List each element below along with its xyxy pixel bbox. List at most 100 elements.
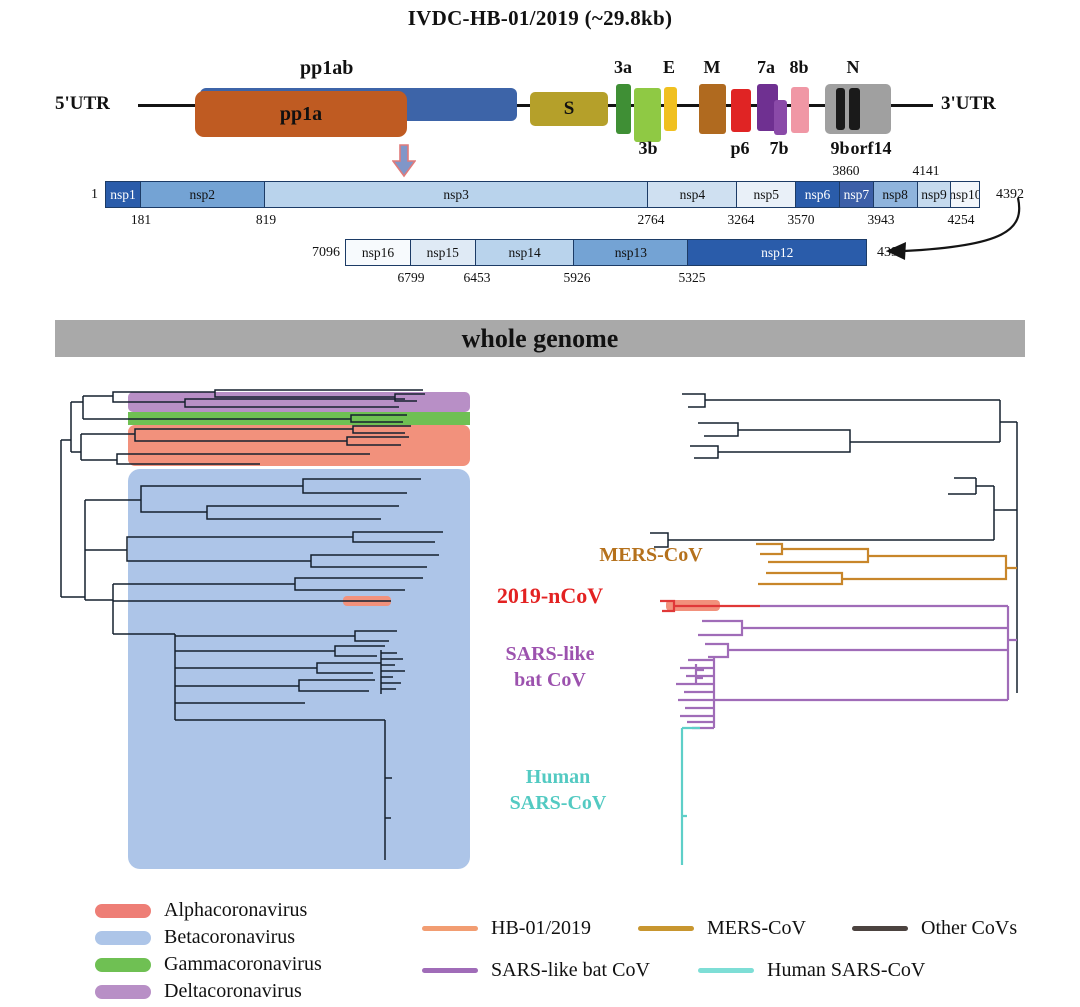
gene-7b-box — [774, 100, 787, 135]
gene-8b-box — [791, 87, 809, 133]
legend-label: Betacoronavirus — [164, 926, 296, 948]
legend-item-betacoronavirus: Betacoronavirus — [95, 926, 295, 949]
legend-item-deltacoronavirus: Deltacoronavirus — [95, 980, 302, 1003]
gene-label-3a: 3a — [614, 57, 632, 77]
wrap-around-arrow — [886, 197, 1021, 260]
nsp8-segment: nsp8 — [872, 181, 918, 208]
gene-p6-box — [731, 89, 751, 132]
legend-label: HB-01/2019 — [491, 917, 591, 939]
sars-like-bat-cov-label: SARS-like bat CoV — [482, 641, 618, 693]
legend-label: MERS-CoV — [707, 917, 806, 939]
coord-5926: 5926 — [563, 270, 591, 285]
down-arrow-icon — [392, 144, 416, 178]
betacoronavirus-region — [128, 469, 470, 869]
coord-2764: 2764 — [637, 212, 665, 227]
left-phylogenetic-tree — [60, 389, 470, 869]
gammacoronavirus-swatch — [95, 957, 151, 972]
utr3-label: 3'UTR — [941, 93, 996, 114]
gene-orf14-box — [849, 88, 860, 130]
nsp5-segment: nsp5 — [736, 181, 797, 208]
coord-819: 819 — [255, 212, 277, 227]
nsp12-segment: nsp12 — [687, 239, 868, 266]
human-sars-line1: Human — [525, 766, 591, 788]
nsp1-segment: nsp1 — [105, 181, 141, 208]
gene-3b-box — [634, 88, 661, 142]
legend-label: Other CoVs — [921, 917, 1018, 939]
nsp4-segment: nsp4 — [647, 181, 738, 208]
orf1b-nsp-row: nsp16 nsp15 nsp14 nsp13 nsp12 — [345, 239, 868, 266]
sars-like-bat-cov-swatch — [422, 968, 478, 973]
ncov-branch — [660, 599, 760, 613]
legend-label: SARS-like bat CoV — [491, 959, 650, 981]
orf1a-start-coord: 1 — [91, 187, 98, 202]
gene-e-box — [664, 87, 677, 131]
utr5-label: 5'UTR — [55, 93, 110, 114]
coord-5325: 5325 — [678, 270, 706, 285]
gene-label-7a: 7a — [757, 57, 775, 77]
sars-like-line2: bat CoV — [514, 669, 586, 691]
nsp7-segment: nsp7 — [838, 181, 874, 208]
gene-label-p6: p6 — [730, 138, 750, 158]
gene-7a-box — [757, 84, 778, 131]
right-phylogenetic-tree — [650, 393, 1018, 865]
pp1ab-label: pp1ab — [300, 57, 354, 79]
coord-4141: 4141 — [912, 163, 940, 178]
gene-label-e: E — [662, 57, 676, 77]
orf1b-start-coord: 7096 — [312, 245, 340, 260]
section-banner: whole genome — [55, 320, 1025, 357]
figure-title: IVDC-HB-01/2019 (~29.8kb) — [407, 6, 673, 30]
nsp15-segment: nsp15 — [409, 239, 476, 266]
gene-label-n: N — [846, 57, 860, 77]
human-sars-cov-label: Human SARS-CoV — [490, 764, 626, 816]
mers-cov-swatch — [638, 926, 694, 931]
gene-label-8b: 8b — [789, 57, 809, 77]
coord-3264: 3264 — [727, 212, 755, 227]
gene-label-3b: 3b — [638, 138, 658, 158]
nsp10-segment: nsp10 — [950, 181, 981, 208]
coord-4254: 4254 — [947, 212, 975, 227]
gene-label-9b: 9b — [830, 138, 850, 158]
mers-cov-label: MERS-CoV — [599, 544, 703, 566]
coord-3570: 3570 — [787, 212, 815, 227]
other-covs-branches — [650, 393, 1018, 693]
nsp2-segment: nsp2 — [139, 181, 265, 208]
nsp14-segment: nsp14 — [474, 239, 575, 266]
legend-label: Deltacoronavirus — [164, 980, 302, 1002]
legend-item-other-covs: Other CoVs — [852, 917, 1017, 940]
pp1a-bar: pp1a — [195, 91, 407, 137]
mers-clade — [756, 542, 1017, 586]
gene-3a-box — [616, 84, 631, 134]
human-sars-cov-swatch — [698, 968, 754, 973]
coord-6453: 6453 — [463, 270, 491, 285]
legend-item-alphacoronavirus: Alphacoronavirus — [95, 899, 307, 922]
orf1a-nsp-row: nsp1 nsp2 nsp3 nsp4 nsp5 nsp6 nsp7 nsp8 … — [105, 181, 981, 208]
gene-label-7b: 7b — [769, 138, 789, 158]
legend-item-gammacoronavirus: Gammacoronavirus — [95, 953, 322, 976]
gene-label-m: M — [703, 57, 721, 77]
legend-label: Human SARS-CoV — [767, 959, 926, 981]
legend-label: Gammacoronavirus — [164, 953, 322, 975]
coord-3860: 3860 — [832, 163, 860, 178]
s-gene-bar: S — [530, 92, 608, 126]
legend-item-mers-cov: MERS-CoV — [638, 917, 806, 940]
human-sars-line2: SARS-CoV — [509, 792, 607, 814]
sars-like-clade — [676, 604, 1017, 730]
human-sars-branch — [680, 726, 700, 865]
coord-6799: 6799 — [397, 270, 425, 285]
nsp3-segment: nsp3 — [263, 181, 649, 208]
alphacoronavirus-region — [128, 425, 470, 466]
nsp13-segment: nsp13 — [573, 239, 689, 266]
betacoronavirus-swatch — [95, 930, 151, 945]
coord-181: 181 — [130, 212, 152, 227]
coord-3943: 3943 — [867, 212, 895, 227]
nsp16-segment: nsp16 — [345, 239, 411, 266]
deltacoronavirus-swatch — [95, 984, 151, 999]
ncov-label: 2019-nCoV — [496, 583, 604, 608]
sars-like-line1: SARS-like — [505, 643, 595, 665]
tree-branches — [60, 389, 443, 860]
hb-01-2019-swatch — [422, 926, 478, 931]
legend-item-sars-like-bat-cov: SARS-like bat CoV — [422, 959, 650, 982]
gene-9b-box — [836, 88, 845, 130]
legend-item-human-sars-cov: Human SARS-CoV — [698, 959, 925, 982]
